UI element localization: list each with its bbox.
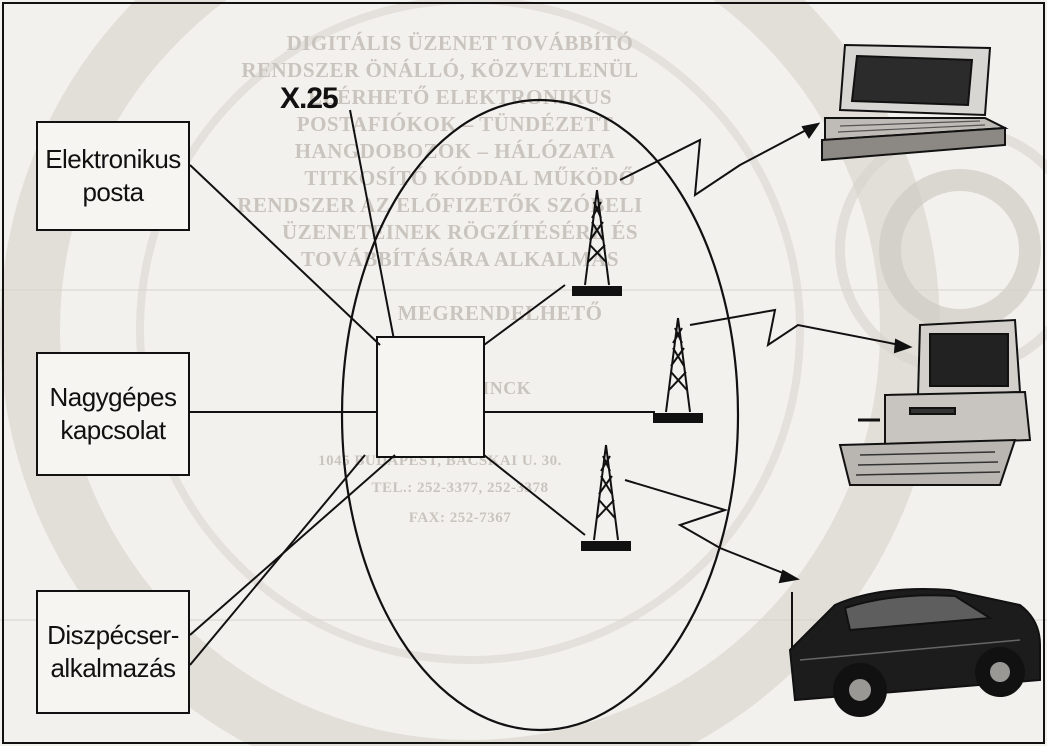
background-text-line: HANGDOBOZOK – HÁLÓZATA bbox=[294, 139, 616, 163]
link-tower-3 bbox=[483, 454, 586, 536]
radio-tower-2 bbox=[653, 317, 703, 423]
link-dispatch-1 bbox=[189, 454, 396, 636]
background-address-line: TEL.: 252-3377, 252-3378 bbox=[371, 480, 549, 496]
dispatch-box-label-line-2: alkalmazás bbox=[50, 653, 176, 683]
radio-link-desktop bbox=[689, 308, 913, 354]
background-text-line: ÜZENETEINEK RÖGZÍTÉSÉRE ÉS bbox=[281, 220, 639, 244]
background-text-line: DIGITÁLIS ÜZENET TOVÁBBÍTÓ bbox=[286, 31, 634, 55]
background-text-line: RENDSZER AZ ELŐFIZETŐK SZÓBELI bbox=[237, 193, 643, 217]
background-text-line: MEGRENDELHETŐ bbox=[397, 301, 603, 325]
background-address-line: FAX: 252-7367 bbox=[408, 510, 512, 526]
desktop-computer-icon bbox=[838, 318, 1032, 486]
network-ellipse bbox=[340, 98, 740, 732]
radio-link-car bbox=[624, 479, 800, 584]
radio-tower-3 bbox=[581, 444, 631, 551]
link-tower-1 bbox=[483, 284, 566, 346]
background-text-line: RENDSZER ÖNÁLLÓ, KÖZVETLENÜL bbox=[241, 58, 639, 82]
background-text-line: ELÉRHETŐ ELEKTRONIKUS bbox=[308, 85, 612, 109]
car-icon bbox=[788, 588, 1041, 717]
central-switch-box bbox=[376, 336, 485, 458]
mainframe-box-label-line-2: kapcsolat bbox=[60, 415, 166, 445]
background-text-line: TOVÁBBÍTÁSÁRA ALKALMAS bbox=[300, 247, 620, 271]
email-box-label-line-2: posta bbox=[82, 177, 144, 207]
dispatch-box: Diszpécser- alkalmazás bbox=[36, 590, 190, 714]
x25-network-label: X.25 bbox=[280, 82, 339, 115]
link-dispatch-2 bbox=[189, 454, 366, 666]
email-box: Elektronikus posta bbox=[36, 121, 190, 231]
laptop-icon bbox=[821, 43, 1009, 162]
radio-tower-1 bbox=[572, 189, 622, 296]
background-text-line: TITKOSÍTÓ KÓDDAL MŰKÖDŐ bbox=[304, 166, 636, 190]
mainframe-box: Nagygépes kapcsolat bbox=[36, 352, 190, 476]
mainframe-box-label-line-1: Nagygépes bbox=[49, 382, 177, 412]
link-email bbox=[189, 164, 381, 346]
email-box-label-line-1: Elektronikus bbox=[45, 144, 181, 174]
x25-pointer-line bbox=[349, 109, 396, 346]
dispatch-box-label-line-1: Diszpécser- bbox=[47, 620, 179, 650]
radio-link-laptop bbox=[619, 122, 821, 197]
